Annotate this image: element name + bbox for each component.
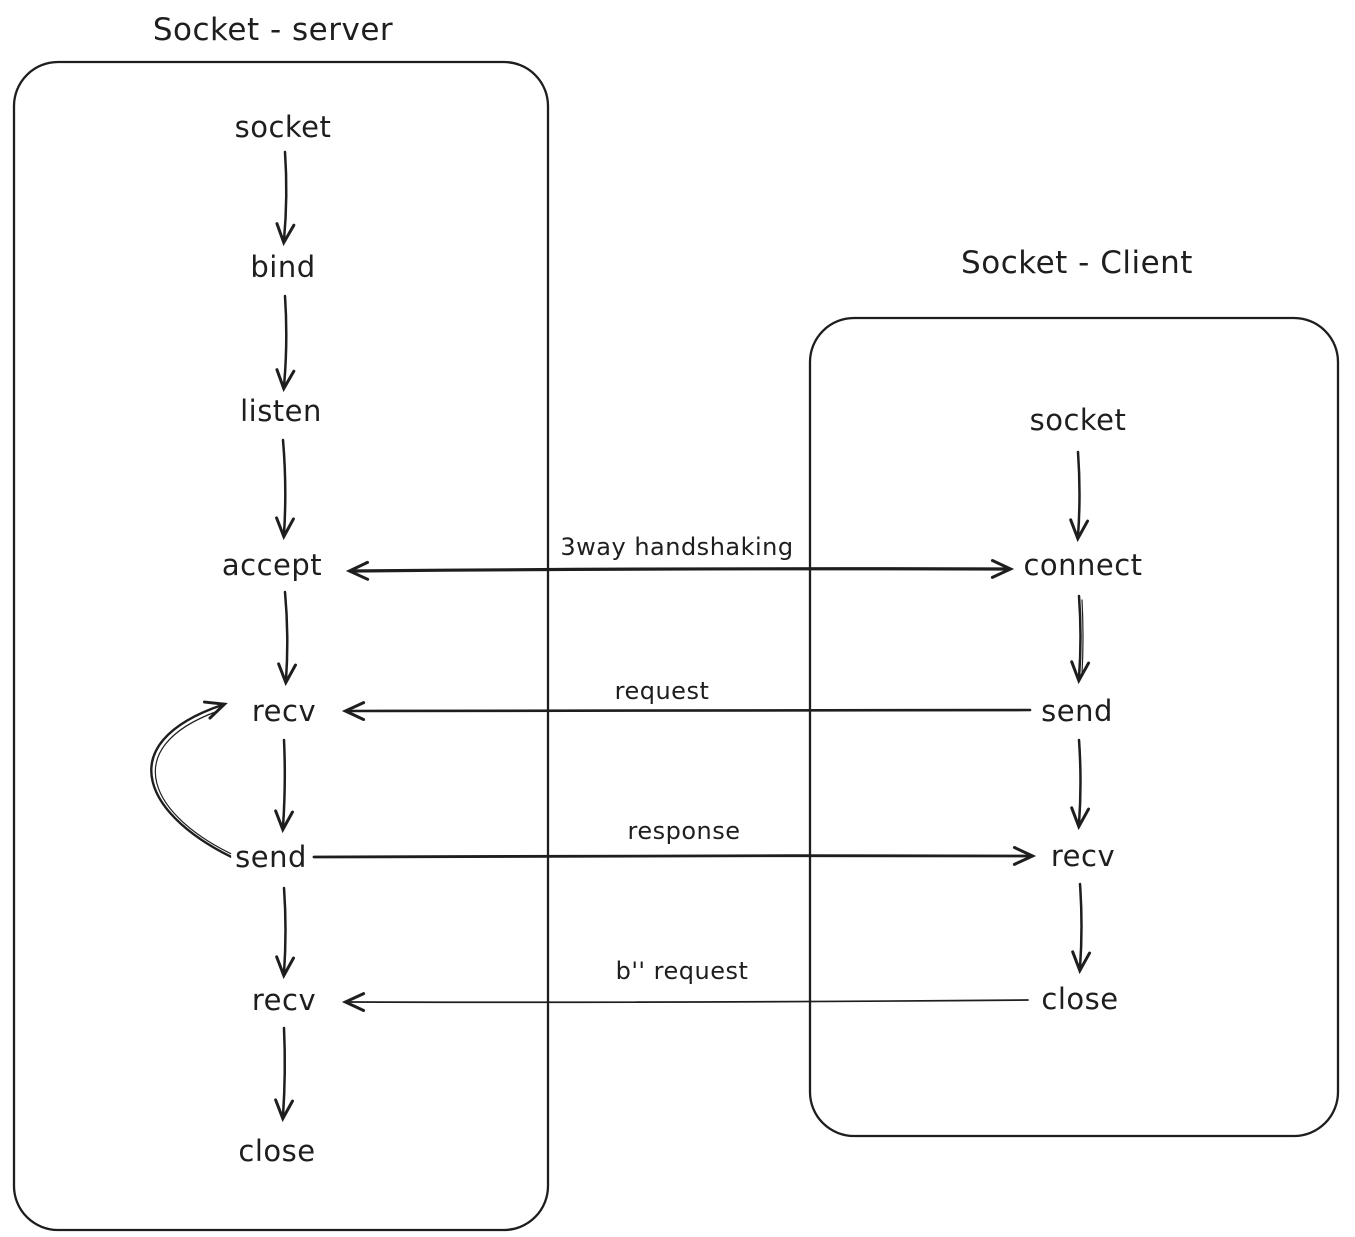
- loop-arrow-send-recv-echo: [154, 710, 239, 858]
- close-request-edge-label: b'' request: [611, 957, 753, 984]
- server-node-send: send: [231, 841, 311, 874]
- response-edge-label: response: [623, 817, 745, 844]
- server-box-title: Socket - server: [148, 13, 398, 47]
- arrow-server-bind-listen: [275, 294, 296, 393]
- server-node-listen: listen: [236, 395, 326, 428]
- client-box-title: Socket - Client: [957, 246, 1197, 280]
- handshake-edge-label: 3way handshaking: [556, 533, 798, 560]
- client-node-socket: socket: [1025, 404, 1131, 437]
- client-box: [808, 316, 1340, 1138]
- server-node-recv-1: recv: [247, 695, 321, 728]
- client-node-close: close: [1037, 983, 1123, 1016]
- arrow-server-socket-bind: [275, 150, 296, 247]
- server-node-bind: bind: [246, 251, 320, 284]
- server-node-accept: accept: [217, 549, 327, 582]
- client-node-connect: connect: [1019, 549, 1147, 582]
- arrow-request: [341, 701, 1032, 721]
- arrow-server-accept-recv: [277, 590, 297, 687]
- arrow-server-recv-send: [274, 738, 294, 834]
- server-node-recv-2: recv: [247, 984, 321, 1017]
- arrow-client-connect-send: [1070, 594, 1091, 685]
- arrow-close-request: [341, 992, 1029, 1012]
- arrow-client-send-recv: [1070, 738, 1091, 831]
- client-node-send: send: [1037, 695, 1117, 728]
- arrow-handshake: [345, 559, 1015, 581]
- arrow-client-recv-close: [1071, 882, 1092, 975]
- server-node-close: close: [234, 1135, 320, 1168]
- server-box: [12, 60, 550, 1232]
- arrow-server-listen-accept: [275, 438, 295, 541]
- server-node-socket: socket: [230, 111, 336, 144]
- arrow-response: [312, 846, 1037, 866]
- arrow-server-recv2-close: [274, 1026, 294, 1123]
- arrow-server-send-recv2: [275, 886, 296, 980]
- arrow-client-connect-send-echo: [1081, 599, 1084, 675]
- arrow-client-socket-connect: [1069, 450, 1090, 543]
- client-node-recv: recv: [1046, 840, 1120, 873]
- request-edge-label: request: [610, 677, 714, 704]
- loop-arrow-send-recv: [150, 700, 242, 863]
